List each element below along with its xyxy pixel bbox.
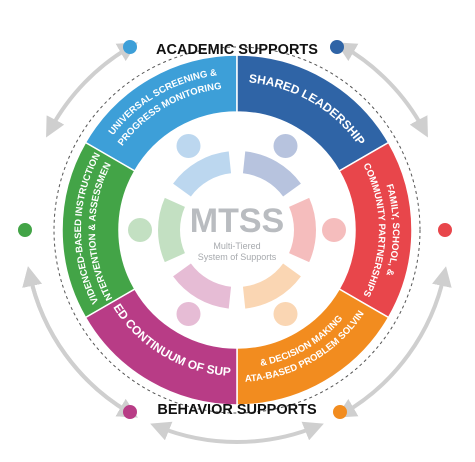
node-dot	[333, 405, 347, 419]
node-dot	[123, 405, 137, 419]
people-circle-icon	[176, 133, 201, 158]
people-circle-icon	[322, 218, 346, 242]
dashed-circle	[53, 46, 421, 414]
cycle-arrows-icon	[173, 263, 232, 309]
cycle-arrows-icon	[242, 263, 301, 309]
cycle-arrows-icon	[242, 151, 301, 197]
node-dot	[438, 223, 452, 237]
node-dot	[330, 40, 344, 54]
cycle-arrow	[336, 42, 428, 138]
node-dot	[18, 223, 32, 237]
cycle-arrow	[150, 421, 324, 444]
center-disc	[121, 114, 353, 346]
center-title: MTSS	[190, 202, 284, 240]
cycle-arrow	[22, 266, 138, 418]
outer-nodes	[18, 40, 452, 419]
cycle-arrows-icon	[173, 151, 232, 197]
people-circle-icon	[128, 218, 152, 242]
cycle-arrows-icon	[288, 197, 316, 263]
node-dot	[123, 40, 137, 54]
people-circle-icon	[273, 133, 298, 158]
cycle-arrow	[46, 42, 138, 138]
center-subtitle-line1: Multi-Tiered	[213, 241, 260, 251]
ring-segments	[61, 54, 413, 406]
cycle-arrows-icon	[158, 197, 186, 263]
people-circle-icon	[273, 302, 298, 327]
segment-evidence-based-instruction	[61, 141, 136, 319]
center-subtitle-line2: System of Supports	[198, 252, 277, 262]
people-circle-icon	[176, 302, 201, 327]
outer-cycle-arrows	[22, 42, 452, 444]
cycle-arrow	[336, 266, 452, 418]
academic-supports-heading: ACADEMIC SUPPORTS	[156, 42, 318, 58]
behavior-supports-heading: BEHAVIOR SUPPORTS	[157, 402, 317, 418]
dashed-ring	[53, 46, 421, 414]
center-emblem	[121, 114, 353, 346]
